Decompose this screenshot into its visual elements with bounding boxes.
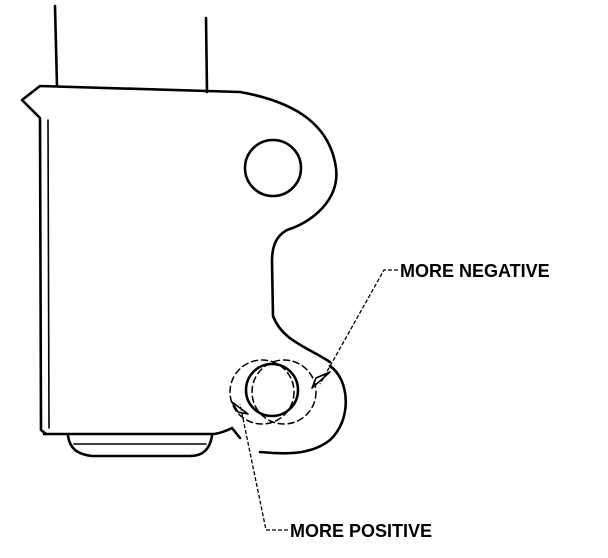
adjustment-slot-arc (258, 364, 348, 455)
eccentric-position-right (251, 359, 317, 425)
eccentric-position-left (229, 359, 295, 425)
label-more-negative: MORE NEGATIVE (400, 261, 550, 281)
strut-rod-left (53, 4, 59, 88)
leader-more-positive (239, 403, 288, 531)
label-more-positive: MORE POSITIVE (290, 521, 432, 541)
upper-bolt-hole (243, 138, 303, 198)
bracket-edge-line (47, 119, 50, 429)
bracket-outline (20, 84, 338, 436)
bracket-bottom-lip (42, 426, 242, 440)
bracket-lower-pan (66, 434, 214, 458)
arrow-negative (311, 371, 331, 389)
leader-more-negative (319, 269, 398, 385)
strut-rod-right (204, 16, 209, 94)
arrow-positive (231, 401, 249, 415)
lower-bolt-hole (244, 362, 300, 418)
